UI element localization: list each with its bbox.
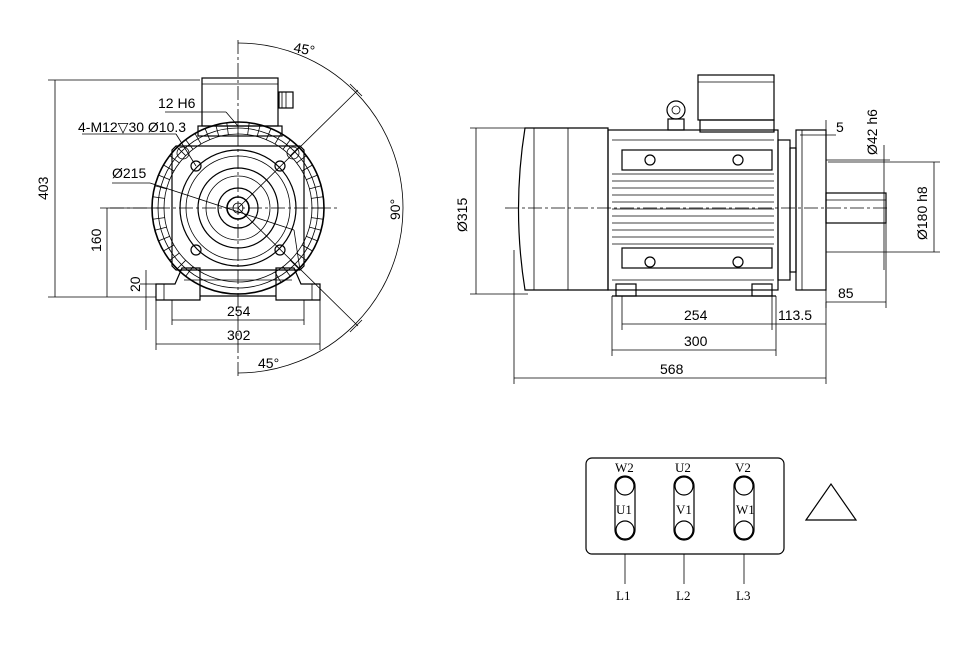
- cooling-fin: [296, 155, 307, 164]
- cooling-fin: [306, 174, 318, 181]
- triangle-icon: [804, 482, 858, 521]
- cooling-fin: [311, 217, 324, 220]
- cooling-fin: [152, 196, 165, 199]
- line-label-l2: L2: [676, 588, 690, 603]
- flange-dia-label: Ø215: [112, 165, 146, 181]
- side-view: Ø315 5 Ø42 h6 Ø180 h8 85 254 113.5 300 5…: [454, 74, 940, 384]
- cooling-fin: [176, 260, 186, 270]
- cooling-fin: [265, 128, 272, 140]
- terminal-label-v2: V2: [735, 460, 751, 475]
- cooling-fin: [185, 139, 194, 150]
- cooling-fin: [290, 260, 300, 270]
- shaft-dia-label: Ø42 h6: [864, 109, 880, 155]
- cooling-fin: [215, 124, 220, 137]
- terminal-label-u2: U2: [675, 460, 691, 475]
- cooling-fin: [296, 252, 307, 261]
- line-label-l1: L1: [616, 588, 630, 603]
- cooling-fin: [158, 235, 170, 242]
- terminal-label-w2: W2: [615, 460, 634, 475]
- terminal-column-1: [614, 475, 636, 584]
- shoulder-dist-label: 113.5: [778, 307, 812, 323]
- overall-height-label: 403: [35, 176, 51, 200]
- terminal-box-diagram: W2 U2 V2 U1 V1 W1 L1 L2 L3: [585, 457, 858, 603]
- cooling-fin: [226, 122, 229, 135]
- cooling-fin: [169, 252, 180, 261]
- cooling-fin: [194, 133, 202, 145]
- cooling-fin: [204, 128, 211, 140]
- foot-width-label: 302: [227, 327, 251, 343]
- angle-top-label: 45°: [292, 39, 316, 58]
- cooling-fin: [274, 133, 282, 145]
- spigot-dia-label: Ø180 h8: [914, 186, 930, 240]
- cooling-fin: [154, 226, 167, 231]
- line-label-l3: L3: [736, 588, 750, 603]
- terminal-column-3: [733, 475, 755, 584]
- cooling-fin: [309, 226, 322, 231]
- front-view: 45° 90° 45° 12 H6 4-M12▽30 Ø10.3 Ø215 40…: [35, 39, 404, 378]
- terminal-label-w1: W1: [736, 502, 755, 517]
- terminal-label-u1: U1: [616, 502, 632, 517]
- shaft-height-label: 160: [88, 228, 104, 252]
- key-offset-label: 5: [836, 119, 844, 135]
- angle-right-label: 90°: [387, 199, 403, 220]
- cooling-fin: [306, 235, 318, 242]
- cooling-fin: [169, 155, 180, 164]
- holes-label: 4-M12▽30 Ø10.3: [78, 119, 186, 135]
- foot-thickness-label: 20: [127, 276, 143, 292]
- shaft-length-label: 85: [838, 285, 854, 301]
- cooling-fin: [247, 122, 250, 135]
- cooling-fin: [309, 185, 322, 190]
- terminal-label-v1: V1: [676, 502, 692, 517]
- cooling-fin: [282, 139, 291, 150]
- cooling-fin: [158, 174, 170, 181]
- terminal-column-2: [673, 475, 695, 584]
- cooling-fin: [311, 196, 324, 199]
- cooling-fin: [154, 185, 167, 190]
- angle-bottom-label: 45°: [258, 355, 279, 371]
- key-width-label: 12 H6: [158, 95, 196, 111]
- frame-dia-label: Ø315: [454, 198, 470, 232]
- cooling-fin: [152, 217, 165, 220]
- foot-length-label: 300: [684, 333, 708, 349]
- cooling-fin: [256, 124, 261, 137]
- foot-length-spacing-label: 254: [684, 307, 708, 323]
- overall-length-label: 568: [660, 361, 684, 377]
- foot-spacing-label: 254: [227, 303, 251, 319]
